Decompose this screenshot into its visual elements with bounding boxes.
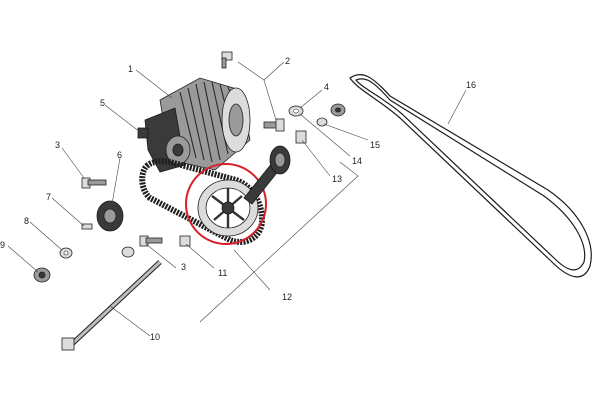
bolt-part-3-lower <box>139 235 163 247</box>
washer-part-14 <box>288 105 304 117</box>
washer-part-8 <box>59 247 73 259</box>
washer-part-3-small <box>121 246 135 258</box>
callout-2: 2 <box>285 56 290 66</box>
large-sprocket-part-12 <box>197 179 259 237</box>
pin-part-7 <box>81 223 93 230</box>
highlight-circle <box>185 163 267 245</box>
callout-9: 9 <box>0 240 5 250</box>
motor-part-1 <box>137 77 251 173</box>
callout-5: 5 <box>100 98 105 108</box>
callout-8: 8 <box>24 216 29 226</box>
callout-4: 4 <box>324 82 329 92</box>
callout-13: 13 <box>332 174 342 184</box>
callout-14: 14 <box>352 156 362 166</box>
leader-lines <box>7 61 467 337</box>
callout-10: 10 <box>150 332 160 342</box>
drive-belt-part-16 <box>349 74 592 278</box>
callout-labels: 1 2 3 3 4 5 6 7 8 9 10 11 12 13 14 15 16 <box>0 56 476 342</box>
long-bolt-part-10 <box>61 260 162 351</box>
callout-1: 1 <box>128 64 133 74</box>
callout-3-upper: 3 <box>55 140 60 150</box>
callout-15: 15 <box>370 140 380 150</box>
callout-6: 6 <box>117 150 122 160</box>
callout-11: 11 <box>218 268 227 278</box>
bolt-part-2-lower <box>263 118 285 132</box>
callout-12: 12 <box>282 292 292 302</box>
nut-part-9 <box>33 267 51 283</box>
spacer-part-13 <box>295 130 307 144</box>
callout-3-lower: 3 <box>181 262 186 272</box>
output-shaft <box>243 145 291 205</box>
bolt-part-3-upper <box>81 177 107 189</box>
nut-part-4 <box>330 103 346 117</box>
small-sprocket-part-6 <box>96 200 124 232</box>
chain-belt <box>139 158 266 245</box>
callout-7: 7 <box>46 192 51 202</box>
bolt-part-2-top <box>221 51 233 69</box>
spacer-part-11 <box>179 235 191 247</box>
callout-16: 16 <box>466 80 476 90</box>
